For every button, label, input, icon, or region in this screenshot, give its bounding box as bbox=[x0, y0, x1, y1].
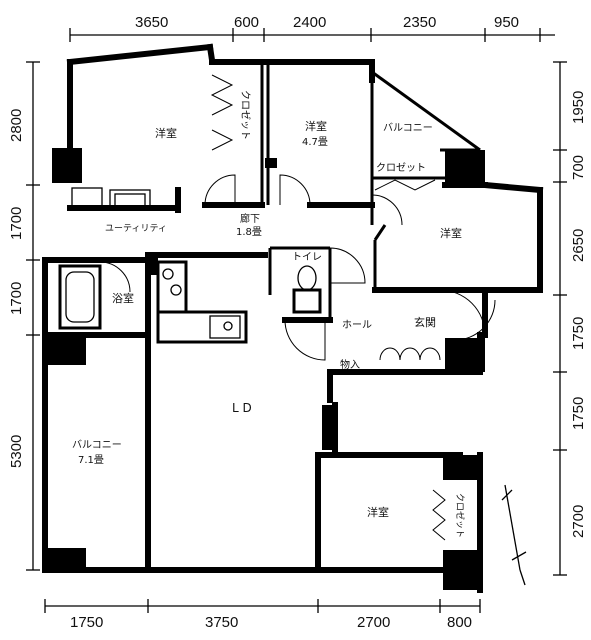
room-label-western-1: 洋室 bbox=[155, 126, 177, 140]
dimension-right-3: 2650 bbox=[570, 229, 587, 262]
room-label-closet-1: クロゼット bbox=[239, 90, 251, 140]
fixtures bbox=[58, 187, 322, 344]
dimension-top-5: 950 bbox=[494, 14, 519, 31]
room-label-hallway-size: 1.8畳 bbox=[236, 226, 262, 238]
dimension-bottom-3: 2700 bbox=[357, 614, 390, 631]
room-label-balcony-2: バルコニー bbox=[72, 439, 122, 451]
north-arrow-icon bbox=[501, 484, 527, 586]
room-label-storage: 物入 bbox=[340, 358, 360, 371]
dimension-bottom-4: 800 bbox=[447, 614, 472, 631]
room-label-closet-3: クロゼット bbox=[454, 493, 466, 538]
walls bbox=[42, 43, 544, 593]
dimension-top-4: 2350 bbox=[403, 14, 436, 31]
room-label-entrance: 玄関 bbox=[414, 315, 436, 329]
room-label-western-2: 洋室 bbox=[305, 119, 327, 133]
room-label-balcony-2-size: 7.1畳 bbox=[78, 454, 104, 466]
dimension-left-1: 2800 bbox=[8, 109, 25, 142]
dimension-left-2: 1700 bbox=[8, 207, 25, 240]
room-label-western-4: 洋室 bbox=[367, 505, 389, 519]
dimension-right-4: 1750 bbox=[570, 317, 587, 350]
pillars bbox=[48, 148, 485, 590]
dimension-left-4: 5300 bbox=[8, 435, 25, 468]
dimension-bottom-2: 3750 bbox=[205, 614, 238, 631]
dimension-right-5: 1750 bbox=[570, 397, 587, 430]
dimension-top-2: 600 bbox=[234, 14, 259, 31]
dimension-top-3: 2400 bbox=[293, 14, 326, 31]
dimension-right-2: 700 bbox=[570, 155, 587, 180]
dimension-right-6: 2700 bbox=[570, 505, 587, 538]
room-label-western-3: 洋室 bbox=[440, 226, 462, 240]
dimension-right-1: 1950 bbox=[570, 91, 587, 124]
room-label-toilet: トイレ bbox=[292, 252, 322, 263]
doors bbox=[99, 74, 496, 541]
room-label-western-2-size: 4.7畳 bbox=[302, 136, 328, 148]
room-label-closet-2: クロゼット bbox=[376, 162, 426, 174]
room-label-bathroom: 浴室 bbox=[112, 291, 134, 305]
dimension-bottom-1: 1750 bbox=[70, 614, 103, 631]
room-label-living-dining: L D bbox=[232, 401, 252, 415]
room-label-utility: ユーティリティ bbox=[105, 223, 167, 234]
room-label-hall: ホール bbox=[342, 319, 372, 331]
room-label-hallway: 廊下 bbox=[240, 212, 260, 225]
dimension-top-1: 3650 bbox=[135, 14, 168, 31]
dimension-lines bbox=[26, 28, 567, 613]
dimension-left-3: 1700 bbox=[8, 282, 25, 315]
room-label-balcony-1: バルコニー bbox=[383, 122, 433, 134]
